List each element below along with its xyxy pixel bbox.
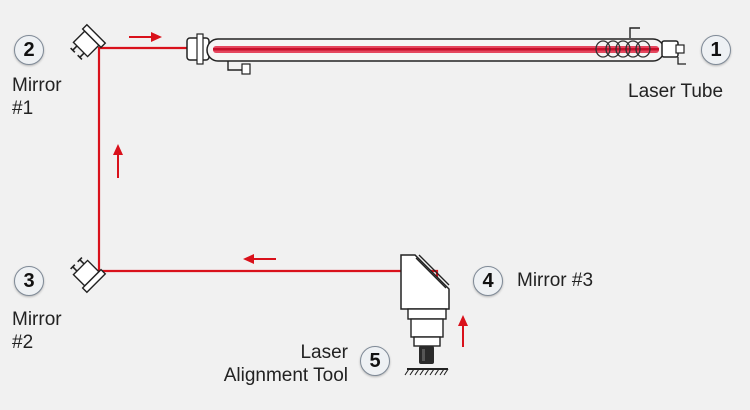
component-number-badge: 2: [14, 35, 44, 65]
component-number-badge: 3: [14, 266, 44, 296]
laser-tube-icon: [186, 27, 686, 75]
arrow-up-icon: [458, 315, 468, 347]
mirror-mount-icon: [400, 254, 450, 347]
alignment-tool-icon: [404, 346, 449, 376]
arrow-up-icon: [113, 144, 123, 178]
label-laser-alignment-tool: Laser Alignment Tool: [196, 341, 348, 387]
arrow-left-icon: [243, 254, 276, 264]
laser-beam: [97, 46, 439, 345]
label-line: #1: [12, 98, 34, 119]
label-laser-tube: Laser Tube: [628, 81, 724, 102]
label-line: Alignment Tool: [223, 365, 348, 386]
mirror-mount-icon: [70, 23, 107, 60]
component-number-badge: 1: [701, 35, 731, 65]
arrow-right-icon: [129, 32, 162, 42]
label-mirror-2: Mirror #2: [12, 308, 62, 354]
label-line: Mirror: [12, 75, 62, 96]
laser-beam-path: [97, 46, 439, 345]
label-line: #2: [12, 332, 34, 353]
label-mirror-3: Mirror #3: [517, 270, 594, 291]
mirror-mount-icon: [70, 257, 107, 294]
component-number-badge: 5: [360, 346, 390, 376]
label-line: Laser: [300, 342, 348, 363]
label-line: Mirror: [12, 309, 62, 330]
component-number-badge: 4: [473, 266, 503, 296]
label-mirror-1: Mirror #1: [12, 74, 62, 120]
